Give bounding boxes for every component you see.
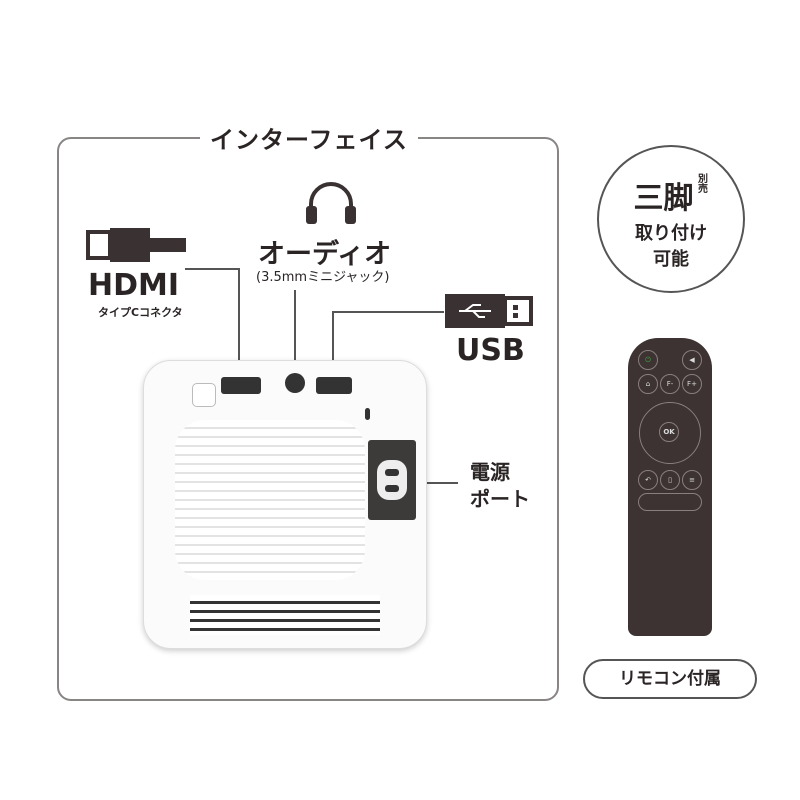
audio-port	[285, 373, 305, 393]
f-plus-button: F+	[682, 374, 702, 394]
mouse-icon: ▯	[660, 470, 680, 490]
tripod-line1: 取り付け	[635, 223, 707, 244]
audio-label: オーディオ	[258, 239, 392, 270]
remote-control: ⏻ ◀ ⌂ F- F+ OK ↶ ▯ ≡	[628, 338, 712, 636]
audio-sub: (3.5mmミニジャック)	[256, 270, 390, 285]
menu-icon: ≡	[682, 470, 702, 490]
volume-bar	[638, 493, 702, 511]
volume-icon: ◀	[682, 350, 702, 370]
indicator	[365, 408, 370, 420]
tripod-note: 別売	[695, 173, 707, 193]
vent	[190, 595, 380, 635]
audio-leader	[294, 290, 296, 370]
power-leader	[416, 482, 458, 484]
dpad: OK	[639, 402, 701, 464]
usb-icon	[445, 294, 533, 328]
usb-label: USB	[456, 333, 525, 368]
f-minus-button: F-	[660, 374, 680, 394]
power-port	[368, 440, 416, 520]
hdmi-port	[221, 377, 261, 394]
ok-button: OK	[659, 422, 679, 442]
usb-leader-v	[332, 311, 334, 375]
hdmi-sub: タイプCコネクタ	[98, 306, 183, 319]
headphone-icon	[306, 182, 356, 224]
usb-leader	[332, 311, 444, 313]
hdmi-cable-icon	[86, 228, 186, 262]
tripod-badge: 三脚別売 取り付け 可能	[597, 145, 745, 293]
remote-included-label: リモコン付属	[583, 659, 757, 699]
power-label-1: 電源	[470, 460, 510, 484]
back-icon: ↶	[638, 470, 658, 490]
tripod-title: 三脚	[633, 181, 694, 216]
tripod-line2: 可能	[653, 249, 689, 270]
power-label-2: ポート	[470, 487, 530, 511]
home-icon: ⌂	[638, 374, 658, 394]
hdmi-leader-v	[238, 268, 240, 376]
interface-title: インターフェイス	[200, 120, 418, 155]
hdmi-label: HDMI	[88, 268, 180, 303]
hdmi-leader	[185, 268, 240, 270]
speaker-grille	[175, 420, 365, 580]
power-button-icon: ⏻	[638, 350, 658, 370]
usb-port	[316, 377, 352, 394]
button	[192, 383, 216, 407]
